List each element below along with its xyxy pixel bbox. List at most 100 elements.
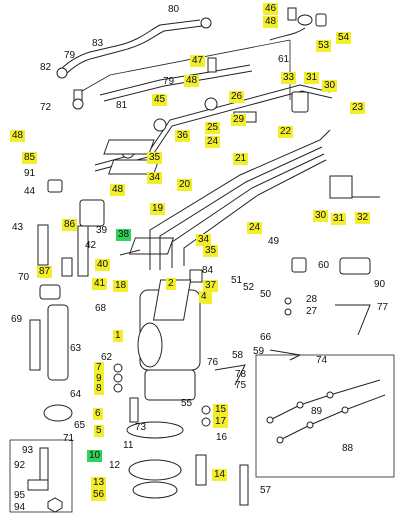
callout-78: 78 xyxy=(235,369,247,380)
bolt-inset xyxy=(9,439,73,513)
callout-94: 94 xyxy=(14,502,26,513)
callout-85: 85 xyxy=(22,152,38,164)
callout-37: 37 xyxy=(203,280,219,292)
callout-9: 9 xyxy=(94,373,104,385)
callout-13: 13 xyxy=(91,477,107,489)
callout-30: 30 xyxy=(322,80,338,92)
callout-90: 90 xyxy=(374,279,386,290)
callout-63: 63 xyxy=(70,343,82,354)
callout-89: 89 xyxy=(311,406,323,417)
callout-12: 12 xyxy=(109,460,121,471)
callout-60: 60 xyxy=(318,260,330,271)
callout-65: 65 xyxy=(74,420,86,431)
callout-24-top: 24 xyxy=(205,136,221,148)
callout-8: 8 xyxy=(94,383,104,395)
callout-83: 83 xyxy=(92,38,104,49)
callout-15: 15 xyxy=(213,404,229,416)
callout-32: 32 xyxy=(355,212,371,224)
callout-14: 14 xyxy=(212,469,228,481)
callout-26: 26 xyxy=(229,91,245,103)
callout-35-b: 35 xyxy=(203,245,219,257)
callout-69: 69 xyxy=(11,314,23,325)
bracket-and-linkage xyxy=(214,257,371,386)
callout-75: 75 xyxy=(235,380,247,391)
callout-23: 23 xyxy=(350,102,366,114)
callout-38: 38 xyxy=(116,229,132,241)
callout-22: 22 xyxy=(278,126,294,138)
callout-81: 81 xyxy=(116,100,128,111)
callout-31-b: 31 xyxy=(331,213,347,225)
callout-48-top: 48 xyxy=(184,75,200,87)
callout-51: 51 xyxy=(231,275,243,286)
callout-36: 36 xyxy=(175,130,191,142)
callout-1: 1 xyxy=(113,330,123,342)
banjo-fittings xyxy=(207,7,327,73)
callout-92: 92 xyxy=(14,460,26,471)
injector-pipes xyxy=(119,129,331,270)
callout-48-mid: 48 xyxy=(110,184,126,196)
callout-39: 39 xyxy=(96,225,108,236)
callout-79: 79 xyxy=(64,50,76,61)
callout-64: 64 xyxy=(70,389,82,400)
callout-62: 62 xyxy=(101,352,113,363)
callout-7: 7 xyxy=(94,362,104,374)
injector-assembly xyxy=(29,179,105,422)
callout-11: 11 xyxy=(123,440,134,451)
callout-44: 44 xyxy=(24,186,36,197)
callout-41: 41 xyxy=(92,278,108,290)
callout-28: 28 xyxy=(306,294,318,305)
callout-84: 84 xyxy=(202,265,214,276)
callout-54: 54 xyxy=(336,32,352,44)
callout-61: 61 xyxy=(278,54,290,65)
callout-55: 55 xyxy=(181,398,193,409)
callout-30-b: 30 xyxy=(313,210,329,222)
callout-91: 91 xyxy=(24,168,36,179)
callout-6: 6 xyxy=(93,408,103,420)
callout-34-b: 34 xyxy=(196,234,212,246)
callout-76: 76 xyxy=(207,357,219,368)
callout-48-left: 48 xyxy=(10,130,26,142)
callout-43: 43 xyxy=(12,222,24,233)
callout-77: 77 xyxy=(377,302,389,313)
callout-21: 21 xyxy=(233,153,249,165)
callout-88: 88 xyxy=(342,443,354,454)
callout-52: 52 xyxy=(243,282,255,293)
washers-nuts xyxy=(113,269,292,427)
pipe-set-inset xyxy=(255,354,395,478)
callout-18: 18 xyxy=(113,280,129,292)
callout-68: 68 xyxy=(95,303,107,314)
callout-79b: 79 xyxy=(163,76,175,87)
callout-48-right: 48 xyxy=(263,16,279,28)
callout-5: 5 xyxy=(94,425,104,437)
callout-31: 31 xyxy=(304,72,320,84)
callout-33: 33 xyxy=(281,72,297,84)
callout-4: 4 xyxy=(199,291,209,303)
callout-49: 49 xyxy=(268,236,280,247)
callout-72: 72 xyxy=(40,102,52,113)
callout-16: 16 xyxy=(216,432,228,443)
callout-74: 74 xyxy=(316,355,328,366)
callout-93: 93 xyxy=(22,445,34,456)
callout-71: 71 xyxy=(63,433,75,444)
callout-35-top: 35 xyxy=(147,152,163,164)
callout-29: 29 xyxy=(231,114,247,126)
callout-25: 25 xyxy=(205,122,221,134)
callout-50: 50 xyxy=(260,289,272,300)
callout-34-top: 34 xyxy=(147,172,163,184)
callout-95: 95 xyxy=(14,490,26,501)
callout-58: 58 xyxy=(232,350,244,361)
callout-87: 87 xyxy=(37,266,53,278)
callout-40: 40 xyxy=(95,259,111,271)
callout-47: 47 xyxy=(190,55,206,67)
callout-24-b: 24 xyxy=(247,222,263,234)
callout-10: 10 xyxy=(87,450,103,462)
callout-57: 57 xyxy=(260,485,272,496)
callout-53: 53 xyxy=(316,40,332,52)
callout-59: 59 xyxy=(253,346,265,357)
return-pipe-group xyxy=(56,17,291,110)
callout-80: 80 xyxy=(168,4,180,15)
callout-45: 45 xyxy=(152,94,168,106)
callout-20: 20 xyxy=(177,179,193,191)
